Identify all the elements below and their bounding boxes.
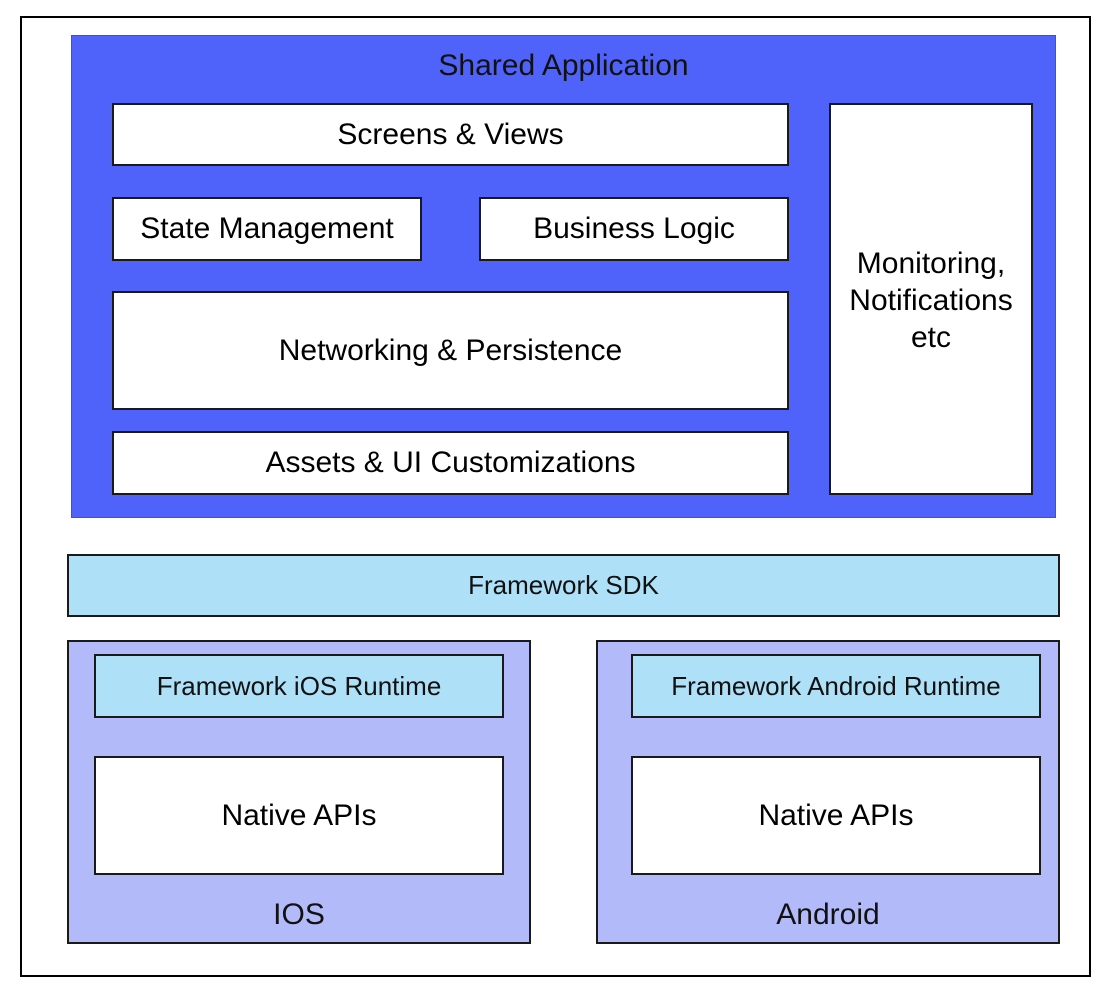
networking-persistence-box: Networking & Persistence [112, 291, 789, 410]
state-management-label: State Management [140, 212, 394, 245]
networking-persistence-label: Networking & Persistence [278, 333, 623, 367]
android-native-apis-label: Native APIs [758, 798, 914, 832]
assets-ui-customizations-box: Assets & UI Customizations [112, 431, 789, 495]
framework-sdk-label: Framework SDK [468, 570, 659, 600]
android-native-apis-box: Native APIs [631, 756, 1041, 875]
android-runtime-box: Framework Android Runtime [631, 654, 1041, 718]
ios-platform-label: IOS [273, 898, 325, 931]
shared-application-title: Shared Application [438, 49, 689, 82]
screens-views-label: Screens & Views [337, 117, 564, 151]
assets-ui-customizations-label: Assets & UI Customizations [265, 446, 636, 479]
ios-native-apis-label: Native APIs [221, 798, 377, 832]
ios-native-apis-box: Native APIs [94, 756, 504, 875]
android-runtime-label: Framework Android Runtime [671, 670, 1001, 701]
monitoring-notifications-box: Monitoring, Notifications etc [829, 103, 1033, 495]
screens-views-box: Screens & Views [112, 103, 789, 166]
ios-runtime-label: Framework iOS Runtime [156, 670, 442, 701]
framework-sdk-box: Framework SDK [67, 554, 1060, 617]
monitoring-notifications-label: Monitoring, Notifications etc [849, 247, 1013, 354]
ios-runtime-box: Framework iOS Runtime [94, 654, 504, 718]
business-logic-box: Business Logic [479, 197, 789, 261]
android-platform-label: Android [776, 898, 880, 931]
business-logic-label: Business Logic [533, 212, 735, 245]
state-management-box: State Management [112, 197, 422, 261]
